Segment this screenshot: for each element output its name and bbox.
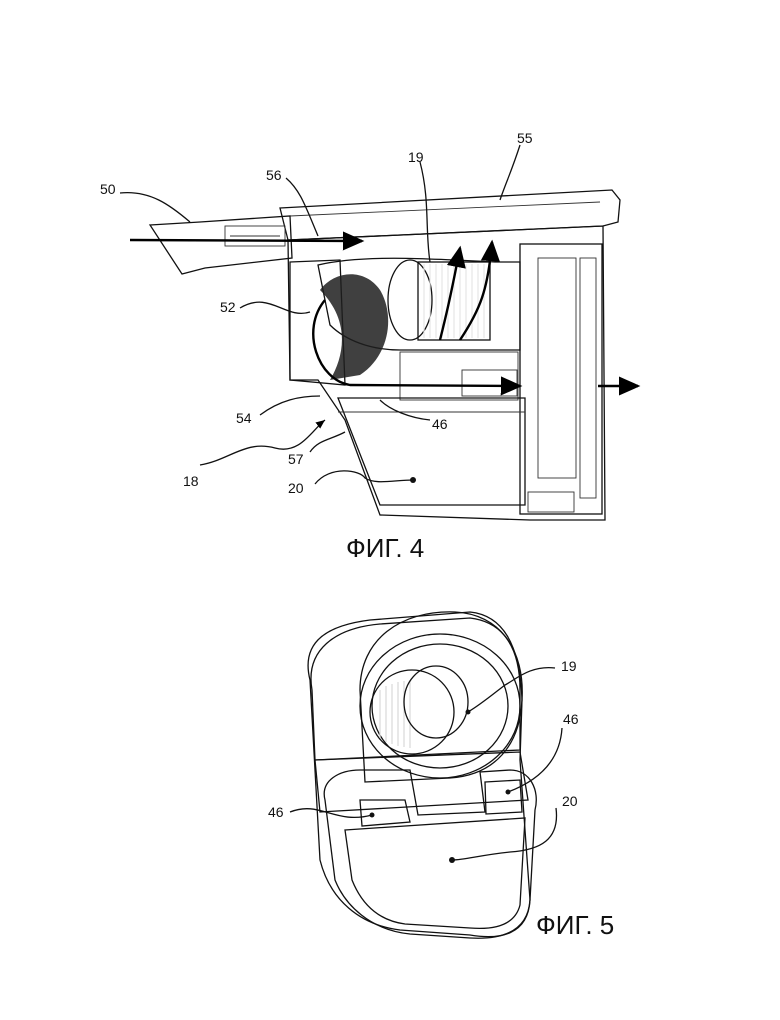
label-fig4-57: 57 [288,451,304,467]
label-fig5-19: 19 [561,658,577,674]
label-fig4-52: 52 [220,299,236,315]
figure-5-caption: ФИГ. 5 [536,910,614,940]
label-fig4-46: 46 [432,416,448,432]
label-fig5-46-right: 46 [563,711,579,727]
label-fig4-54: 54 [236,410,252,426]
figure-4-drawing [120,145,638,520]
figure-4-caption: ФИГ. 4 [346,533,424,563]
label-fig4-56: 56 [266,167,282,183]
label-fig4-55: 55 [517,130,533,146]
label-fig5-46-left: 46 [268,804,284,820]
figure-5-drawing [290,612,562,938]
label-fig4-50: 50 [100,181,116,197]
label-fig4-18: 18 [183,473,199,489]
label-fig5-20: 20 [562,793,578,809]
label-fig4-20: 20 [288,480,304,496]
label-fig4-19: 19 [408,149,424,165]
